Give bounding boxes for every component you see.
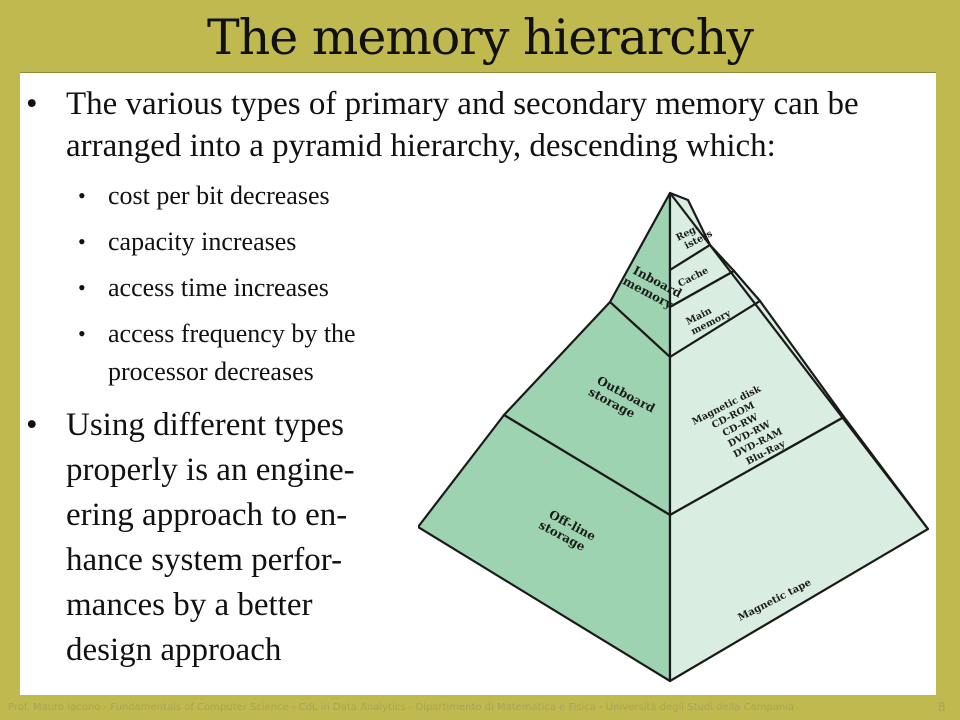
bullet-line: Using different types xyxy=(66,407,345,443)
page-number: 8 xyxy=(938,700,946,714)
memory-pyramid-diagram: Inboard memory Outboard storage Off-line… xyxy=(418,191,930,683)
bullet-line: hance system perfor- xyxy=(66,542,343,578)
bullet-marker: • xyxy=(26,407,38,443)
bullet-line: ering approach to en- xyxy=(66,497,348,533)
subbullet-text: access frequency by the processor decrea… xyxy=(108,319,356,386)
subbullet-access-time: • access time increases xyxy=(78,269,428,307)
pyramid-right-edge xyxy=(669,192,929,530)
subbullet-text: access time increases xyxy=(108,273,329,302)
subbullet-access-frequency: • access frequency by the processor decr… xyxy=(78,315,428,391)
subbullet-capacity: • capacity increases xyxy=(78,223,428,261)
bullet-text: The various types of primary and seconda… xyxy=(66,86,859,164)
bullet-line: mances by a better xyxy=(66,587,313,623)
bullet-line: properly is an engine- xyxy=(66,452,355,488)
subbullet-text: cost per bit decreases xyxy=(108,181,330,210)
bullet-marker: • xyxy=(26,86,38,122)
content-area: • The various types of primary and secon… xyxy=(20,72,936,695)
bullet-engineering: • Using different types properly is an e… xyxy=(20,403,410,673)
bullet-line: design approach xyxy=(66,632,282,668)
subbullet-marker: • xyxy=(78,321,86,346)
footer-credits: Prof. Mauro Iacono - Fundamentals of Com… xyxy=(8,702,795,713)
slide-title: The memory hierarchy xyxy=(207,9,754,66)
subbullet-marker: • xyxy=(78,183,86,208)
bullet-arrangement: • The various types of primary and secon… xyxy=(20,83,920,167)
bullet-text: Using different types properly is an eng… xyxy=(66,403,410,673)
subbullet-cost: • cost per bit decreases xyxy=(78,177,428,215)
subbullet-marker: • xyxy=(78,275,86,300)
subbullet-text: capacity increases xyxy=(108,227,297,256)
subbullet-marker: • xyxy=(78,229,86,254)
